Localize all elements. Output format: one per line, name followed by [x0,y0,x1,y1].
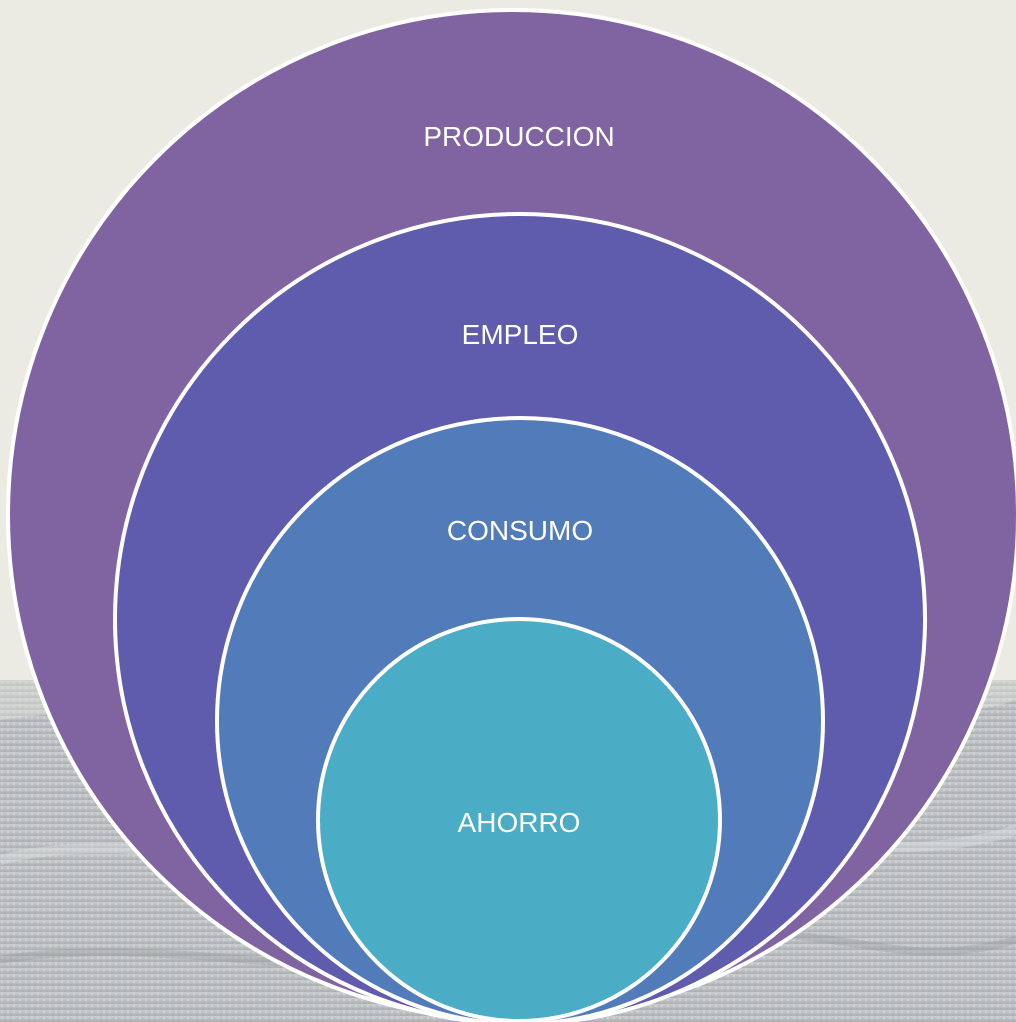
ring-consumo-label: CONSUMO [447,515,593,546]
ring-produccion-label: PRODUCCION [423,121,614,152]
ring-ahorro-label: AHORRO [458,807,581,838]
ring-ahorro-shape [316,617,722,1022]
ring-ahorro: AHORRO [316,617,722,1022]
ring-empleo-label: EMPLEO [462,319,579,350]
